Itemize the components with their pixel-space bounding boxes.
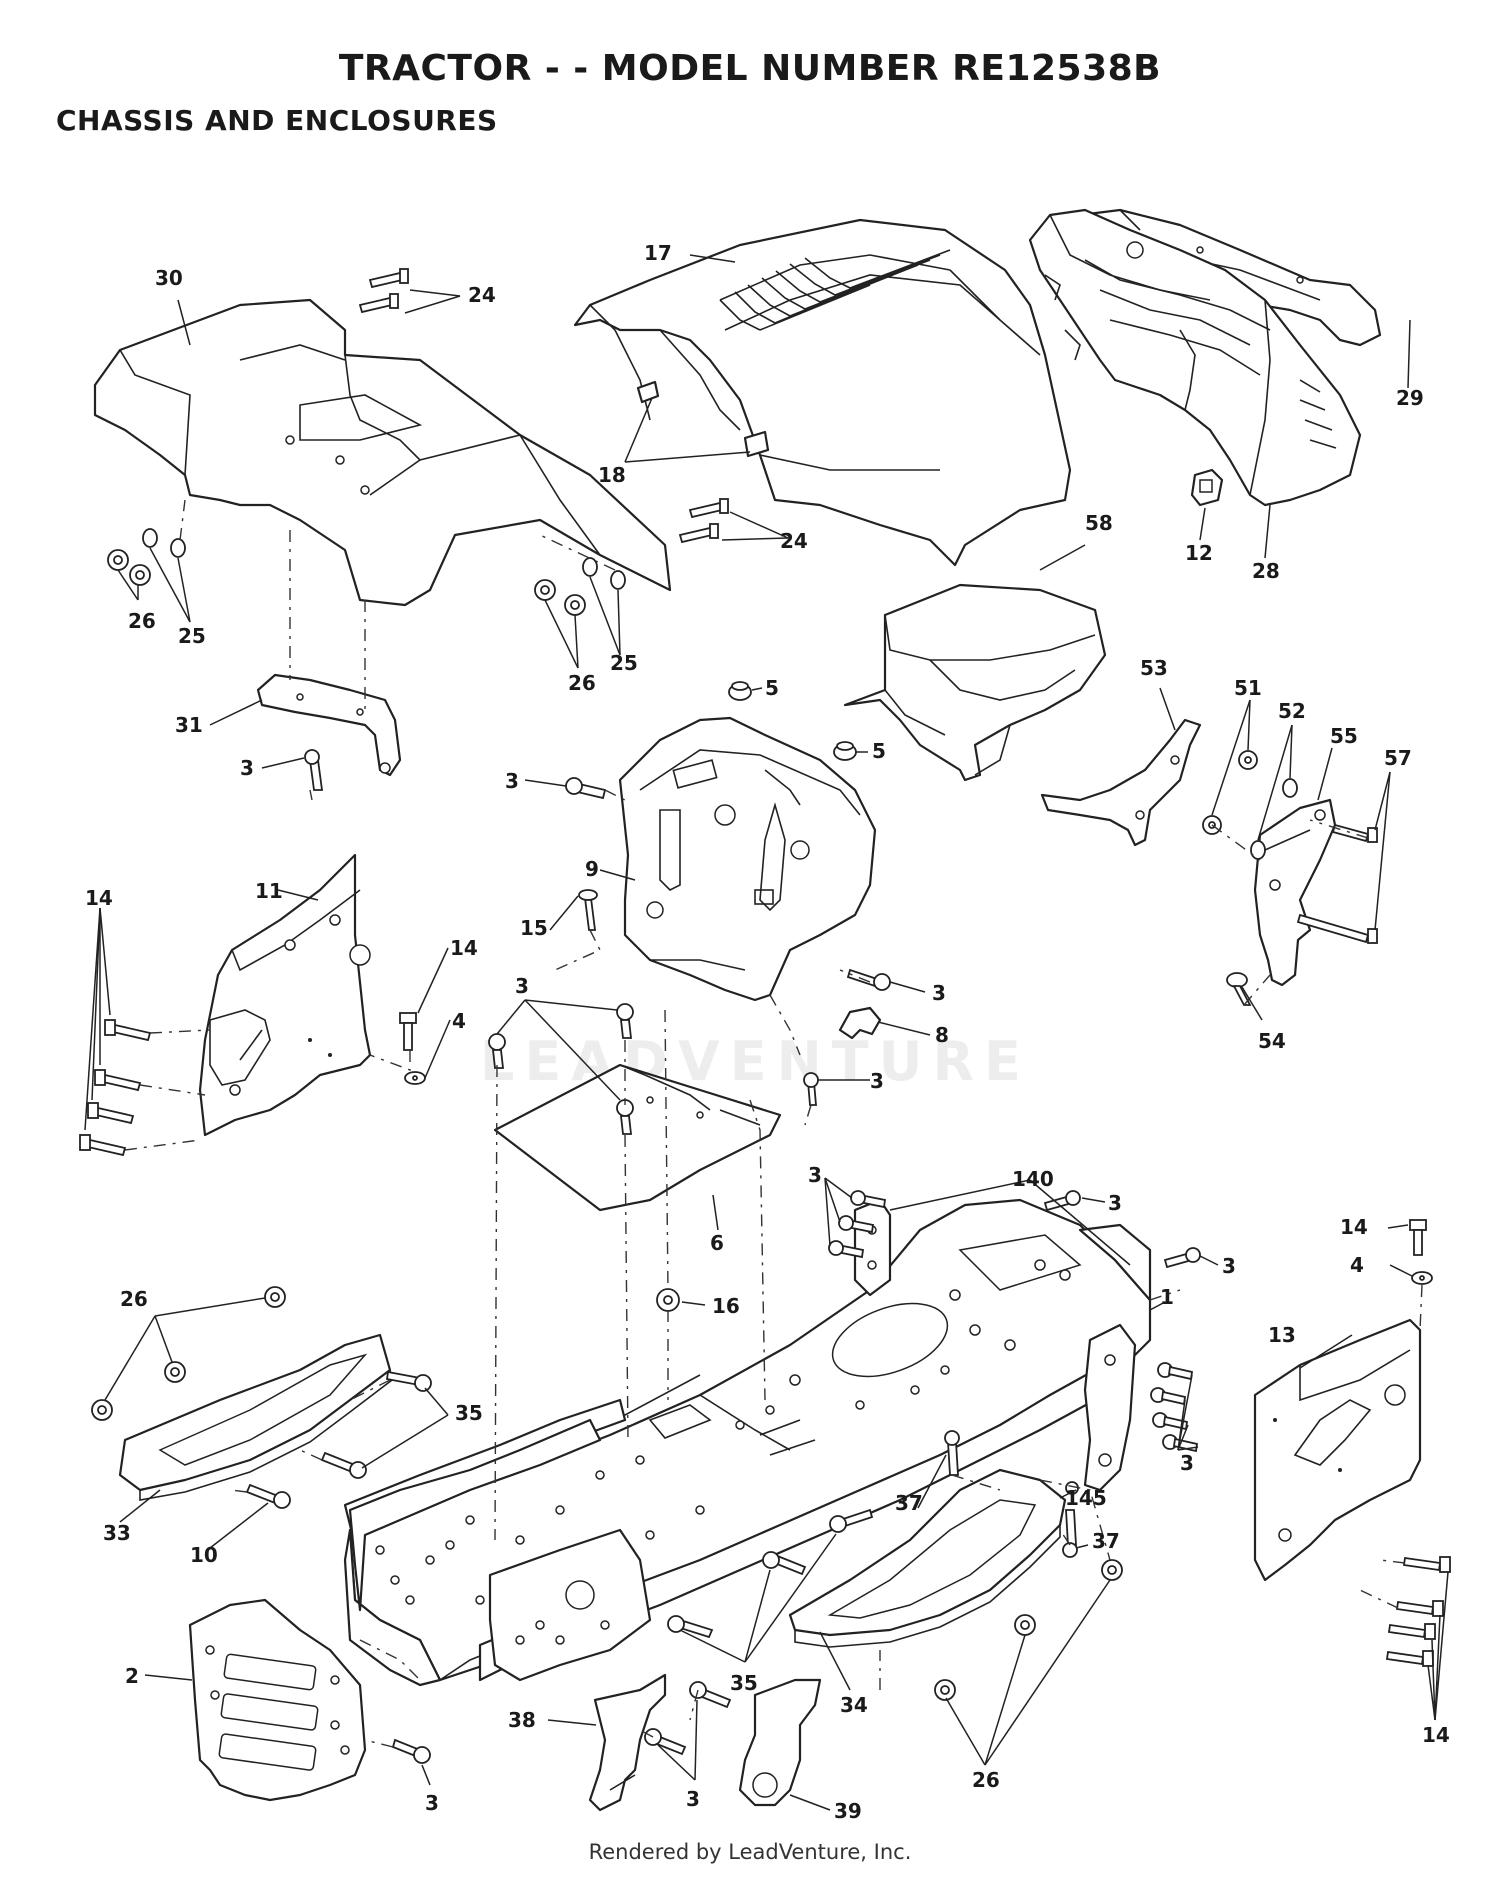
callout-140: 140 (1012, 1167, 1054, 1191)
callout-35: 35 (455, 1401, 483, 1425)
callout-28: 28 (1252, 559, 1280, 583)
callout-58: 58 (1085, 511, 1113, 535)
callout-3: 3 (1108, 1191, 1122, 1215)
part-58-fan-shroud (843, 583, 1107, 782)
callout-25: 25 (610, 651, 638, 675)
callout-17: 17 (644, 241, 672, 265)
part-2-front-plate (188, 1598, 367, 1802)
callout-14: 14 (1422, 1723, 1450, 1747)
part-6-plate (493, 1063, 782, 1212)
callout-3: 3 (870, 1069, 884, 1093)
callout-3: 3 (425, 1791, 439, 1815)
part-53-bracket (1040, 718, 1202, 847)
callout-9: 9 (585, 857, 599, 881)
part-1-main-frame (343, 1198, 1152, 1687)
part-34-right-footrest (788, 1468, 1067, 1648)
footer-credit: Rendered by LeadVenture, Inc. (588, 1840, 912, 1864)
callout-33: 33 (103, 1521, 131, 1545)
callout-3: 3 (240, 756, 254, 780)
callout-145: 145 (1065, 1486, 1107, 1510)
callout-26: 26 (568, 671, 596, 695)
callout-34: 34 (840, 1693, 868, 1717)
callout-3: 3 (686, 1787, 700, 1811)
callout-57: 57 (1384, 746, 1412, 770)
callout-26: 26 (120, 1287, 148, 1311)
part-11-left-side-panel (198, 853, 372, 1137)
part-38-bracket (588, 1673, 667, 1812)
part-17-hood (573, 218, 1072, 567)
diagram-subtitle: CHASSIS AND ENCLOSURES (56, 104, 498, 137)
callout-31: 31 (175, 713, 203, 737)
part-18-pads (636, 380, 770, 458)
part-31-bracket (256, 673, 402, 777)
callout-26: 26 (128, 609, 156, 633)
part-28-grille-housing (1028, 208, 1362, 507)
callout-39: 39 (834, 1799, 862, 1823)
callout-37: 37 (895, 1491, 923, 1515)
callout-29: 29 (1396, 386, 1424, 410)
diagram-title: TRACTOR - - MODEL NUMBER RE12538B (338, 48, 1162, 89)
callout-14: 14 (450, 936, 478, 960)
alignment-lines (124, 499, 1423, 1748)
callout-53: 53 (1140, 656, 1168, 680)
callout-30: 30 (155, 266, 183, 290)
callout-51: 51 (1234, 676, 1262, 700)
callout-38: 38 (508, 1708, 536, 1732)
part-33-left-footrest (118, 1333, 393, 1501)
callout-11: 11 (255, 879, 283, 903)
callout-52: 52 (1278, 699, 1306, 723)
callout-2: 2 (125, 1664, 139, 1688)
callout-37: 37 (1092, 1529, 1120, 1553)
leader-lines (84, 254, 1449, 1811)
callout-35: 35 (730, 1671, 758, 1695)
callout-12: 12 (1185, 541, 1213, 565)
callout-3: 3 (932, 981, 946, 1005)
part-55-bracket-plate (1253, 798, 1337, 987)
callout-10: 10 (190, 1543, 218, 1567)
callouts: 30 24 17 29 18 24 12 28 26 25 26 25 58 5… (85, 241, 1450, 1823)
callout-3: 3 (808, 1163, 822, 1187)
callout-6: 6 (710, 1231, 724, 1255)
part-9-dash-panel (618, 716, 877, 1002)
callout-4: 4 (452, 1009, 466, 1033)
callout-18: 18 (598, 463, 626, 487)
callout-8: 8 (935, 1023, 949, 1047)
callout-13: 13 (1268, 1323, 1296, 1347)
callout-24: 24 (780, 529, 808, 553)
part-39-bracket (738, 1678, 822, 1807)
callout-14: 14 (1340, 1215, 1368, 1239)
callout-55: 55 (1330, 724, 1358, 748)
callout-3: 3 (505, 769, 519, 793)
callout-1: 1 (1160, 1285, 1174, 1309)
callout-24: 24 (468, 283, 496, 307)
callout-25: 25 (178, 624, 206, 648)
hardware (79, 268, 1451, 1764)
part-8-clamp (838, 1006, 882, 1040)
part-12-clip (1190, 468, 1224, 507)
callout-4: 4 (1350, 1253, 1364, 1277)
watermark: LEADVENTURE (480, 1030, 1031, 1093)
callout-3: 3 (515, 974, 529, 998)
callout-3: 3 (1222, 1254, 1236, 1278)
callout-14: 14 (85, 886, 113, 910)
part-140-bracket (853, 1198, 892, 1297)
callout-3: 3 (1180, 1451, 1194, 1475)
callout-54: 54 (1258, 1029, 1286, 1053)
callout-5: 5 (872, 739, 886, 763)
callout-5: 5 (765, 676, 779, 700)
part-13-right-side-panel (1253, 1318, 1422, 1582)
callout-15: 15 (520, 916, 548, 940)
part-30-rear-fender (93, 298, 672, 607)
callout-26: 26 (972, 1768, 1000, 1792)
callout-16: 16 (712, 1294, 740, 1318)
